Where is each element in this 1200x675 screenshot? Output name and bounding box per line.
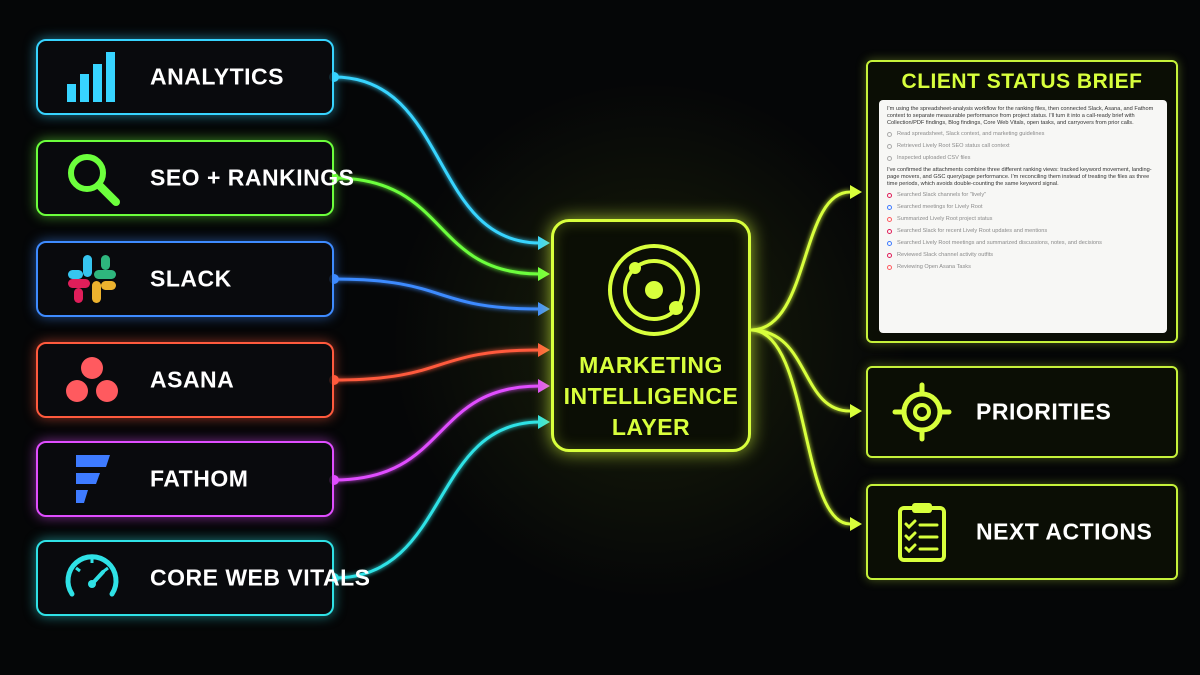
brief-intro: I'm using the spreadsheet-analysis workf… — [887, 106, 1154, 126]
step-icon — [887, 132, 892, 137]
brief-step: Searched Lively Root meetings and summar… — [887, 240, 1159, 247]
step-icon — [887, 144, 892, 149]
arrowhead — [538, 302, 550, 316]
bar-chart-icon — [60, 45, 124, 109]
source-label: FATHOM — [150, 465, 249, 492]
slack-step-icon — [887, 229, 892, 234]
connector-slack — [333, 277, 541, 311]
brief-step: Searched meetings for Lively Root — [887, 204, 1159, 211]
brief-step: Inspected uploaded CSV files — [887, 155, 1159, 162]
arrowhead — [538, 415, 550, 429]
brief-title: CLIENT STATUS BRIEF — [901, 70, 1143, 93]
clipboard-checklist-icon — [890, 500, 954, 564]
arrowhead — [538, 267, 550, 281]
output-priorities[interactable]: PRIORITIES — [866, 366, 1178, 458]
connector-out-brief — [750, 190, 851, 332]
asana-step-icon — [887, 217, 892, 222]
source-label: SEO + RANKINGS — [150, 164, 355, 191]
connector-out-priorities — [750, 328, 851, 413]
brief-step: Summarized Lively Root project status — [887, 216, 1159, 223]
brief-step: Searched Slack channels for "lively" — [887, 192, 1159, 199]
asana-logo-icon — [60, 348, 124, 412]
brief-step: Reviewing Open Asana Tasks — [887, 264, 1159, 271]
fathom-step-icon — [887, 205, 892, 210]
output-label: NEXT ACTIONS — [976, 518, 1153, 545]
source-label: ASANA — [150, 366, 235, 393]
target-icon — [890, 380, 954, 444]
output-label: PRIORITIES — [976, 398, 1112, 425]
brief-middle: I've confirmed the attachments combine t… — [887, 167, 1152, 187]
connector-asana — [333, 348, 541, 382]
connector-core-web-vitals — [333, 420, 541, 580]
connector-out-actions — [750, 328, 851, 526]
brief-document: I'm using the spreadsheet-analysis workf… — [879, 100, 1167, 333]
arrowhead — [850, 517, 862, 531]
source-core-web-vitals[interactable]: CORE WEB VITALS — [36, 540, 370, 616]
client-status-brief[interactable]: CLIENT STATUS BRIEF I'm using the spread… — [866, 60, 1178, 343]
brief-step: Retrieved Lively Root SEO status call co… — [887, 143, 1159, 150]
source-asana[interactable]: ASANA — [36, 342, 334, 418]
connector-analytics — [333, 75, 541, 245]
arrowhead — [850, 185, 862, 199]
brief-step: Searched Slack for recent Lively Root up… — [887, 228, 1159, 235]
brief-step: Read spreadsheet, Slack context, and mar… — [887, 131, 1159, 138]
step-icon — [887, 156, 892, 161]
core-title-line: LAYER — [611, 414, 691, 440]
arrowhead — [538, 236, 550, 250]
arrowhead — [850, 404, 862, 418]
source-slack[interactable]: SLACK — [36, 241, 334, 317]
slack-logo-icon — [60, 247, 124, 311]
magnifier-icon — [60, 146, 124, 210]
slack-step-icon — [887, 253, 892, 258]
source-label: SLACK — [150, 265, 232, 292]
source-label: ANALYTICS — [150, 63, 284, 90]
fathom-logo-icon — [60, 447, 124, 511]
asana-step-icon — [887, 265, 892, 270]
arrowhead — [538, 343, 550, 357]
fathom-step-icon — [887, 241, 892, 246]
core-title-line: MARKETING — [579, 352, 723, 378]
source-fathom[interactable]: FATHOM — [36, 441, 334, 517]
source-seo-rankings[interactable]: SEO + RANKINGS — [36, 140, 354, 216]
slack-step-icon — [887, 193, 892, 198]
source-analytics[interactable]: ANALYTICS — [36, 39, 334, 115]
marketing-intelligence-layer[interactable]: MARKETING INTELLIGENCE LAYER — [551, 219, 751, 452]
source-label: CORE WEB VITALS — [150, 564, 371, 591]
speedometer-icon — [60, 546, 124, 610]
orbit-icon — [608, 244, 700, 336]
output-next-actions[interactable]: NEXT ACTIONS — [866, 484, 1178, 580]
connector-fathom — [333, 384, 541, 482]
connector-seo — [333, 176, 541, 276]
core-title-line: INTELLIGENCE — [563, 383, 739, 409]
arrowhead — [538, 379, 550, 393]
brief-step: Reviewed Slack channel activity outfits — [887, 252, 1159, 259]
core-title: MARKETING INTELLIGENCE LAYER — [554, 350, 748, 443]
